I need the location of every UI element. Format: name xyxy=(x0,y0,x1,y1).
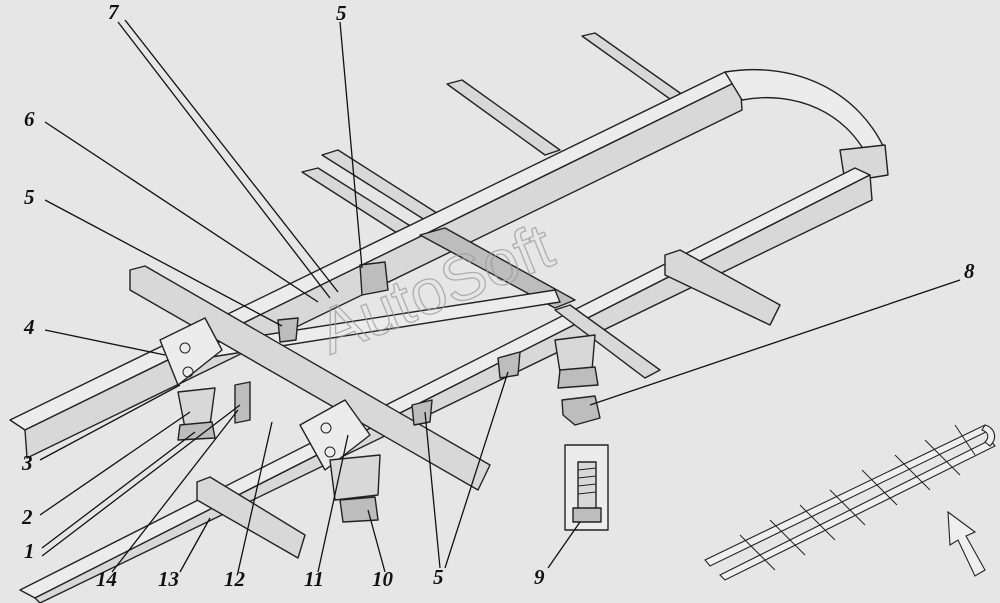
label-7: 7 xyxy=(108,0,120,24)
leader-3 xyxy=(39,384,181,461)
cross-member-front-1 xyxy=(664,249,781,326)
leader-14 xyxy=(111,409,239,573)
mini-side-member-bottom xyxy=(719,439,996,581)
leader-1 xyxy=(41,431,196,549)
bracket-5-front xyxy=(411,399,433,426)
mini-cross-member xyxy=(924,439,961,476)
leader-7 xyxy=(124,19,339,293)
leader-5 xyxy=(444,371,509,569)
side-member-right-face xyxy=(34,174,873,603)
mini-front-arch xyxy=(981,424,996,447)
leader-13 xyxy=(179,517,211,573)
label-3: 3 xyxy=(21,451,33,475)
bracket-5-center xyxy=(497,351,521,379)
cross-member-front-2 xyxy=(554,304,661,379)
gusset-plate-4 xyxy=(159,317,223,386)
thread-line xyxy=(577,491,597,495)
label-12: 12 xyxy=(224,567,246,591)
cross-member-rear-2 xyxy=(446,79,561,156)
label-5-left: 5 xyxy=(24,185,35,209)
leader-6 xyxy=(44,121,319,303)
leader-4 xyxy=(44,329,166,356)
thread-line xyxy=(577,475,597,479)
rubber-pad-right xyxy=(557,366,599,389)
bracket-5-left xyxy=(277,317,299,343)
leader-lines xyxy=(39,19,961,573)
label-2: 2 xyxy=(21,505,33,529)
center-tube xyxy=(419,227,576,309)
label-8: 8 xyxy=(964,259,975,283)
label-1: 1 xyxy=(24,539,35,563)
leader-10 xyxy=(367,509,386,573)
leader-11 xyxy=(317,434,349,573)
bolt-9-head xyxy=(572,507,602,523)
cross-member-mid xyxy=(129,265,491,491)
gusset-plate-11 xyxy=(299,399,371,471)
label-14: 14 xyxy=(96,567,117,591)
mini-cross-member xyxy=(954,424,976,456)
side-member-left-top xyxy=(9,71,741,431)
leader-2 xyxy=(39,411,191,516)
thread-line xyxy=(577,483,597,487)
mini-cross-member xyxy=(799,504,836,541)
mini-cross-member xyxy=(739,534,776,571)
thread-line xyxy=(577,467,597,471)
label-6: 6 xyxy=(24,107,35,131)
mini-cross-member xyxy=(861,469,898,506)
label-4: 4 xyxy=(23,315,35,339)
leader-9 xyxy=(547,521,581,569)
leader-5 xyxy=(424,411,441,569)
leader-5 xyxy=(44,199,283,327)
label-9: 9 xyxy=(534,565,545,589)
callout-labels: 7 5 6 5 4 3 2 1 14 13 12 11 10 5 9 8 xyxy=(21,0,975,591)
direction-arrow-icon xyxy=(947,510,986,577)
leader-7 xyxy=(117,21,331,299)
leader-1 xyxy=(41,404,241,557)
mini-cross-member xyxy=(769,519,806,556)
cross-member-rear-1 xyxy=(581,32,691,105)
bolt-hole xyxy=(320,422,332,434)
bolt-hole xyxy=(324,446,336,458)
overview-thumbnail xyxy=(704,424,996,581)
label-11: 11 xyxy=(304,567,324,591)
support-10 xyxy=(329,454,381,501)
mini-side-member-top xyxy=(704,424,991,567)
mini-cross-member xyxy=(894,454,931,491)
bolt-hole xyxy=(179,342,191,354)
leader-5 xyxy=(339,21,363,269)
chassis-frame xyxy=(9,32,889,603)
label-5-top: 5 xyxy=(336,1,347,25)
rubber-pad-left xyxy=(177,421,216,441)
cushion-8 xyxy=(561,395,601,426)
bolt-hole xyxy=(182,366,194,378)
leader-12 xyxy=(237,421,273,573)
mini-cross-member xyxy=(829,489,866,526)
rubber-pad-10 xyxy=(339,496,379,523)
label-5-bottom: 5 xyxy=(433,565,444,589)
label-10: 10 xyxy=(372,567,394,591)
leader-8 xyxy=(589,279,961,406)
label-13: 13 xyxy=(158,567,179,591)
bracket-14 xyxy=(234,381,251,424)
support-right xyxy=(554,334,596,373)
bracket-5-top xyxy=(359,261,389,296)
